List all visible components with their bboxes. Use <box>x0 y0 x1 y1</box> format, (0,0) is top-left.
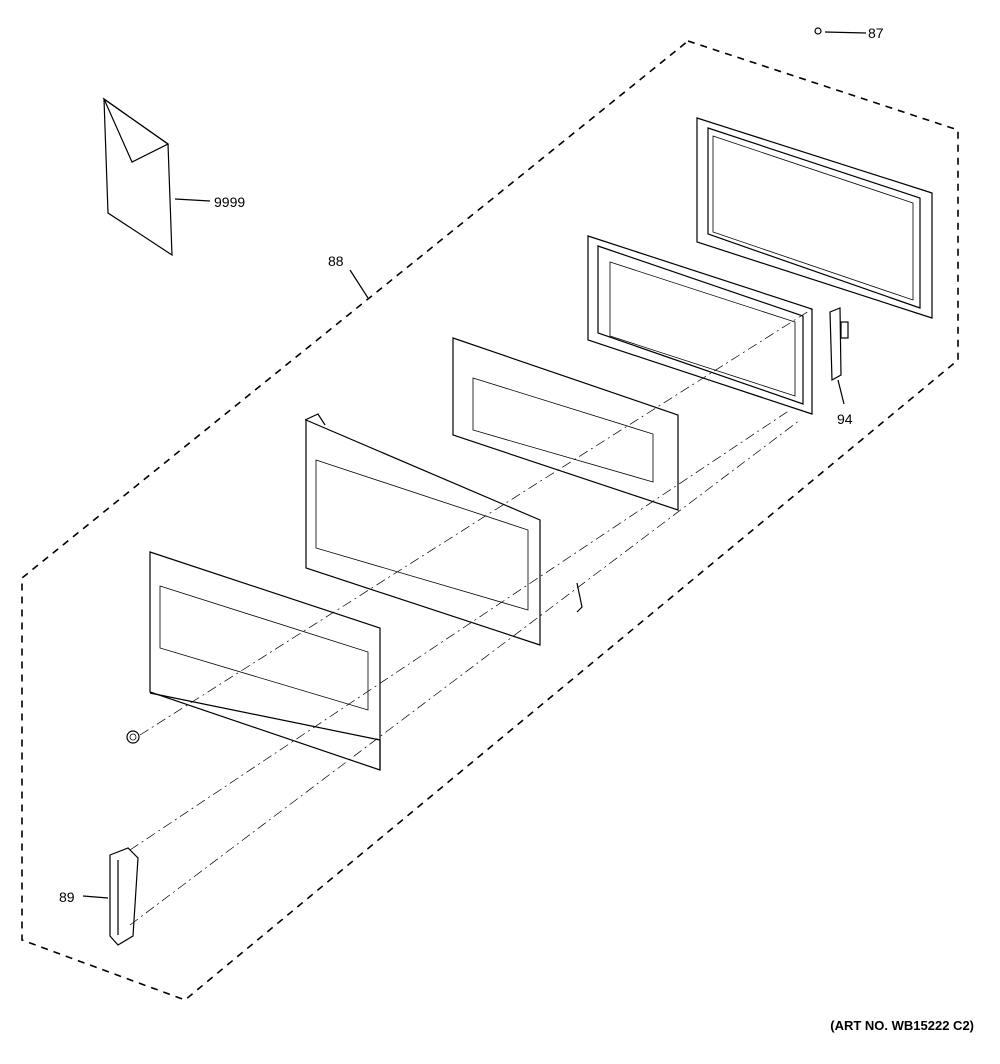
callout-94: 94 <box>837 411 853 427</box>
callout-9999: 9999 <box>214 194 245 210</box>
literature-envelope[interactable] <box>102 97 211 257</box>
callout-87: 87 <box>868 25 884 41</box>
leader-88 <box>349 269 369 299</box>
door-front-panel[interactable] <box>149 551 381 771</box>
alignment-lines <box>129 308 813 926</box>
screw-87[interactable] <box>814 27 867 35</box>
door-inner-panel[interactable] <box>304 413 583 646</box>
handle-bushing[interactable] <box>126 730 140 744</box>
door-latch-94[interactable] <box>829 307 849 405</box>
assembly-boundary <box>21 40 959 1001</box>
callout-89: 89 <box>59 889 75 905</box>
door-handle-89[interactable] <box>82 847 139 946</box>
door-inner-frame[interactable] <box>587 235 813 415</box>
art-number: (ART NO. WB15222 C2) <box>830 1018 974 1033</box>
callout-88: 88 <box>328 253 344 269</box>
door-glass-panel[interactable] <box>452 337 679 511</box>
door-choke-frame-back[interactable] <box>696 117 933 319</box>
